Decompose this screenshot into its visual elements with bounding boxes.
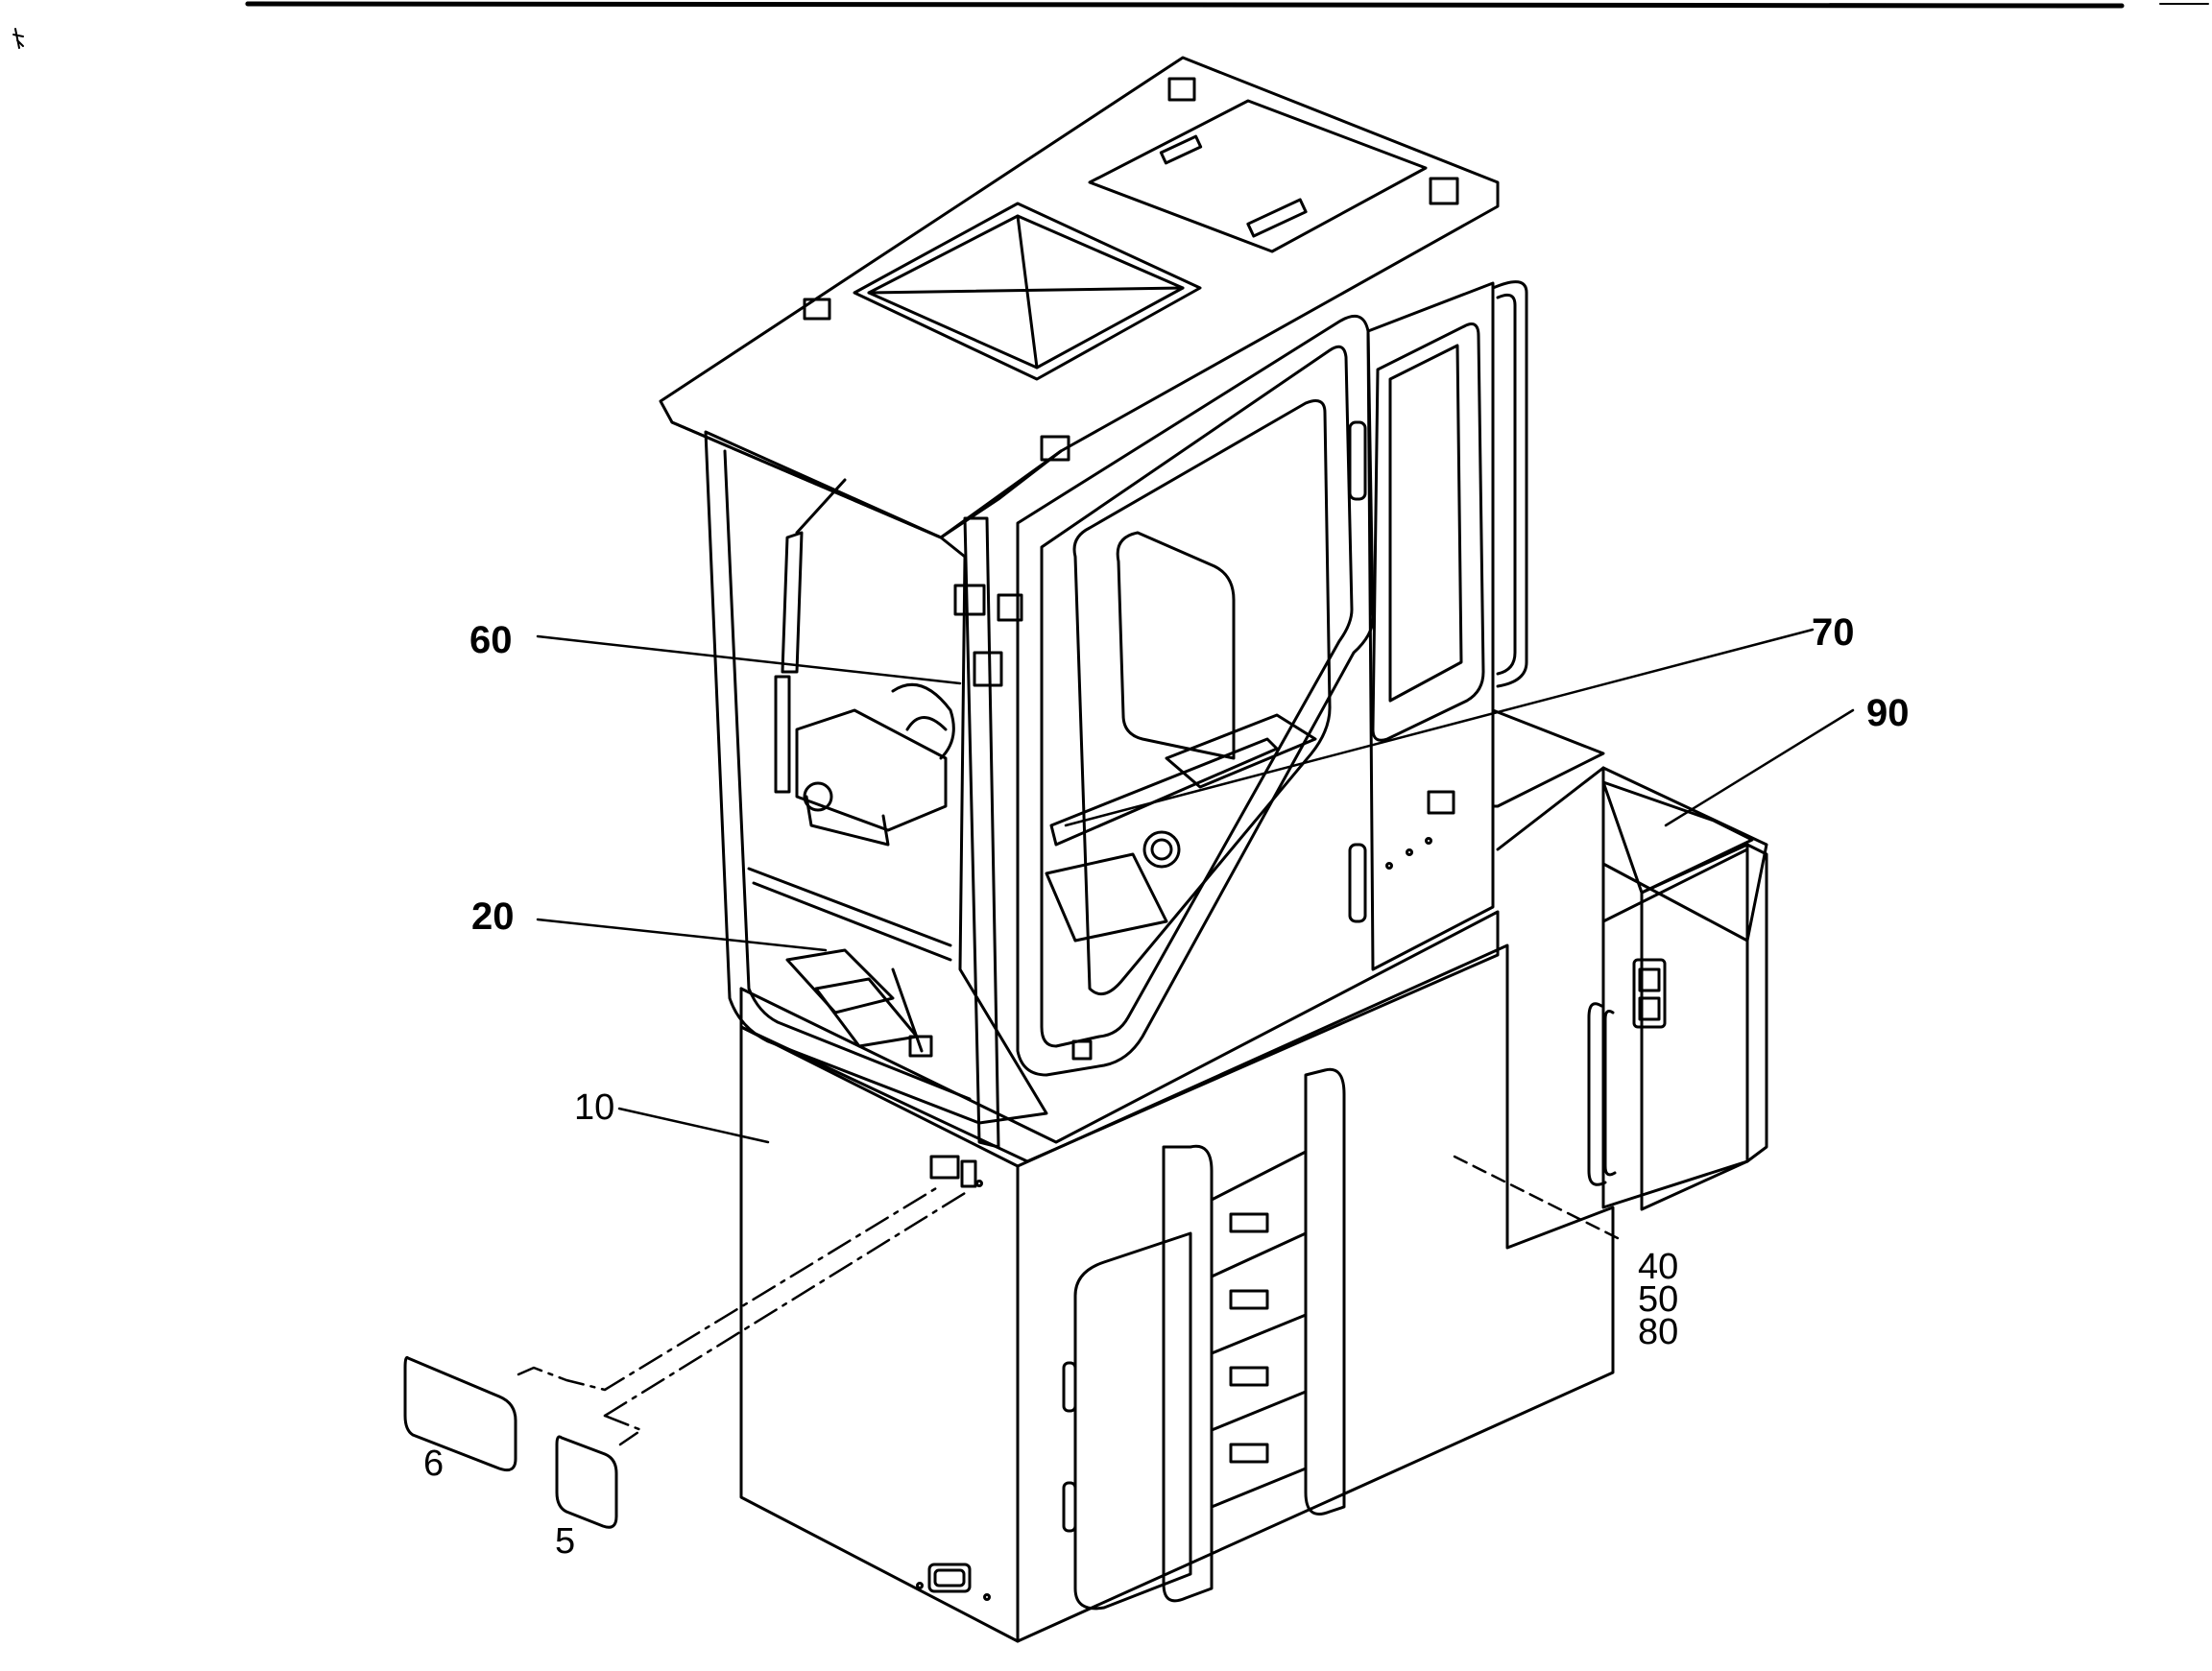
callout-5: 5	[555, 1521, 575, 1562]
callout-80: 80	[1638, 1312, 1678, 1352]
callout-labels: 60 70 90 20 10 40 50 80 6 5	[423, 611, 1910, 1562]
callout-60: 60	[469, 619, 513, 661]
callout-40: 40	[1638, 1247, 1678, 1287]
callout-6: 6	[423, 1444, 444, 1484]
leader-lines	[536, 628, 1855, 1144]
operator-cab	[659, 56, 1528, 1149]
assembly-lines	[517, 1183, 972, 1446]
access-ladder	[1162, 1067, 1346, 1603]
callout-50: 50	[1638, 1279, 1678, 1320]
callout-90: 90	[1866, 692, 1910, 734]
base-housing	[739, 708, 1615, 1643]
callout-10: 10	[574, 1087, 614, 1128]
callout-20: 20	[471, 895, 515, 938]
callout-70: 70	[1812, 611, 1855, 654]
lamp-5	[555, 1435, 618, 1529]
lamp-6	[403, 1356, 517, 1472]
top-rule	[245, 1, 2125, 9]
toolbox	[1587, 766, 1768, 1211]
